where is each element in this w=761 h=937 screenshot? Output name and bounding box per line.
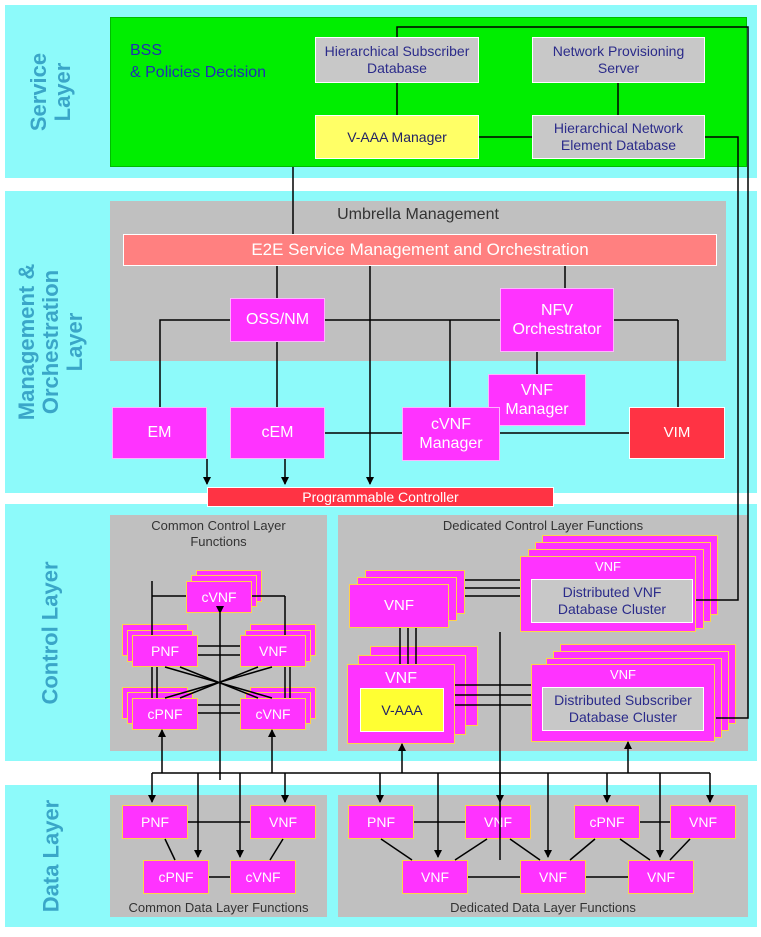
distributed-vnf-database-cluster: Distributed VNF Database Cluster: [531, 579, 693, 623]
data-common-pnf: PNF: [122, 805, 188, 839]
em: EM: [112, 407, 207, 459]
data-ded-vnf-5: VNF: [628, 860, 694, 894]
common-cvnf-bottom: cVNF: [240, 698, 306, 730]
network-provisioning-server: Network Provisioning Server: [532, 37, 705, 83]
common-control-title: Common Control Layer Functions: [151, 518, 286, 550]
dedicated-data-title: Dedicated Data Layer Functions: [450, 900, 636, 915]
dedicated-control-title: Dedicated Control Layer Functions: [442, 518, 644, 533]
common-vnf: VNF: [240, 635, 306, 667]
data-ded-vnf-4: VNF: [520, 860, 586, 894]
programmable-controller: Programmable Controller: [207, 487, 554, 507]
data-common-cvnf: cVNF: [230, 860, 296, 894]
distributed-subscriber-database-cluster: Distributed Subscriber Database Cluster: [542, 687, 704, 731]
data-ded-cpnf: cPNF: [574, 805, 640, 839]
bss-label: BSS & Policies Decision: [130, 42, 267, 81]
data-ded-vnf-1: VNF: [465, 805, 531, 839]
umbrella-management-title: Umbrella Management: [337, 206, 499, 223]
oss-nm: OSS/NM: [230, 298, 325, 342]
data-layer-text: Data Layer: [38, 799, 64, 913]
management-layer-text: Management & Orchestration Layer: [14, 263, 88, 421]
vnf-db-host-label: VNF: [595, 559, 621, 574]
data-ded-vnf-3: VNF: [402, 860, 468, 894]
data-ded-pnf: PNF: [348, 805, 414, 839]
v-aaa: V-AAA: [360, 688, 444, 732]
e2e-service-management: E2E Service Management and Orchestration: [123, 234, 717, 266]
control-layer-label: Control Layer: [5, 504, 97, 761]
sub-db-host-label: VNF: [610, 667, 636, 682]
vnf-with-vaaa-label: VNF: [385, 670, 417, 687]
nfv-orchestrator: NFV Orchestrator: [500, 288, 614, 352]
management-layer-label: Management & Orchestration Layer: [5, 191, 97, 493]
data-layer-label: Data Layer: [5, 785, 97, 927]
hierarchical-network-element-database: Hierarchical Network Element Database: [532, 115, 705, 159]
cvnf-manager: cVNF Manager: [402, 407, 500, 461]
vim: VIM: [629, 407, 725, 459]
common-data-title: Common Data Layer Functions: [128, 900, 309, 915]
common-cvnf-top: cVNF: [186, 581, 252, 613]
data-common-vnf: VNF: [250, 805, 316, 839]
v-aaa-manager: V-AAA Manager: [315, 115, 479, 159]
cem: cEM: [230, 407, 325, 459]
data-common-cpnf: cPNF: [143, 860, 209, 894]
service-layer-text: Service Layer: [25, 52, 75, 131]
data-ded-vnf-2: VNF: [670, 805, 736, 839]
vnf-manager: VNF Manager: [488, 374, 586, 426]
service-layer-label: Service Layer: [5, 5, 97, 178]
control-layer-text: Control Layer: [38, 560, 63, 705]
hierarchical-subscriber-database: Hierarchical Subscriber Database: [315, 37, 479, 83]
common-cpnf: cPNF: [132, 698, 198, 730]
common-pnf: PNF: [132, 635, 198, 667]
umbrella-management-panel: [110, 201, 726, 361]
dedicated-vnf: VNF: [349, 584, 449, 628]
